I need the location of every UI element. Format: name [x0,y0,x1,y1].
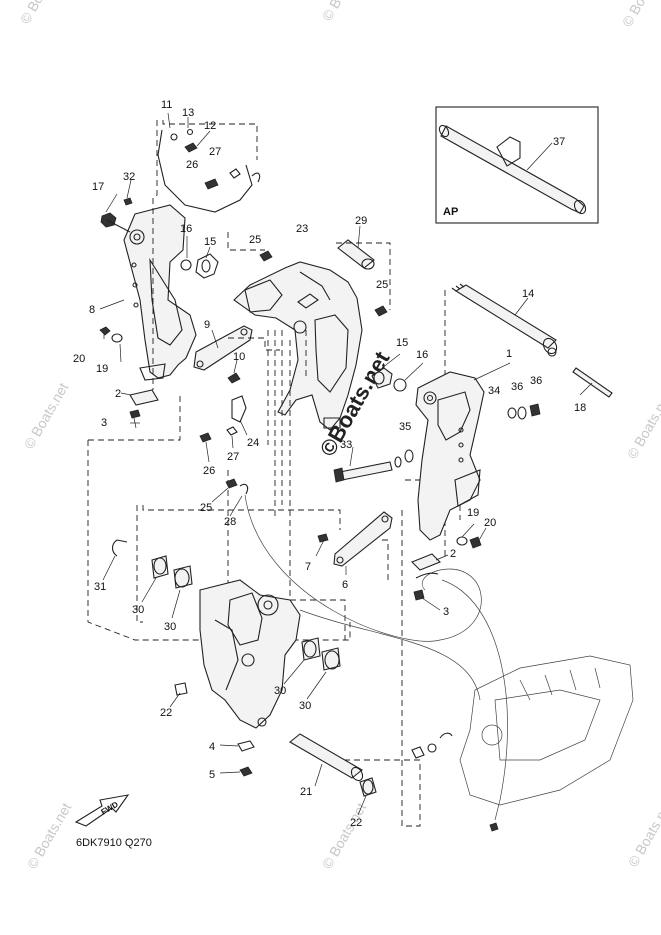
callout-19b: 19 [467,507,479,519]
inset-ap: AP [435,106,599,224]
swivel-bracket [233,250,388,431]
callout-34: 34 [488,385,500,397]
callout-25b: 25 [376,279,388,291]
right-lower-parts [411,523,487,611]
right-clamp-bracket [415,371,485,541]
inset-ap-label: AP [443,206,458,218]
callout-1: 1 [506,348,512,360]
callout-30c: 30 [274,685,286,697]
fwd-arrow: FWD [74,794,130,827]
callout-10: 10 [233,351,245,363]
watermark-bottom-left: © Boats.net [24,800,75,872]
callout-9: 9 [204,319,210,331]
callout-32: 32 [123,171,135,183]
callout-22: 22 [160,707,172,719]
callout-22b: 22 [350,817,362,829]
bushings [102,539,341,700]
callout-4: 4 [209,741,215,753]
callout-19: 19 [96,363,108,375]
callout-3: 3 [101,417,107,429]
left-lower-parts [120,389,159,429]
callout-8: 8 [89,304,95,316]
callouts: 11 13 12 27 26 17 32 16 15 25 23 29 37 2… [73,99,586,829]
callout-36b: 36 [530,375,542,387]
callout-15b: 15 [396,337,408,349]
leaders-top-left [99,112,211,363]
engine-casing-hint [411,655,634,832]
callout-25: 25 [249,234,261,246]
watermark-top-center: © Boats.net [319,0,370,24]
tilt-housing [169,579,301,729]
callout-35: 35 [399,421,411,433]
callout-7: 7 [305,561,311,573]
callout-30b: 30 [164,621,176,633]
callout-33: 33 [340,439,352,451]
fwd-label: FWD [100,800,120,817]
watermark-mid-left: © Boats.net [21,380,72,452]
callout-6: 6 [342,579,348,591]
callout-2: 2 [115,388,121,400]
callout-24: 24 [247,437,259,449]
callout-20b: 20 [484,517,496,529]
callout-2b: 2 [450,548,456,560]
callout-16: 16 [180,223,192,235]
callout-28: 28 [224,516,236,528]
watermark-bottom-center: © Boats.net [319,800,370,872]
plate-6 [315,511,393,575]
callout-21: 21 [300,786,312,798]
callout-26b: 26 [203,465,215,477]
bolt-33 [333,446,393,483]
callout-13: 13 [182,107,194,119]
watermarks: © Boats.net © Boats.net © Boats.net © Bo… [17,0,661,872]
callout-37: 37 [553,136,565,148]
callout-29: 29 [355,215,367,227]
callout-20: 20 [73,353,85,365]
callout-14: 14 [522,288,534,300]
callout-27: 27 [209,146,221,158]
callout-30a: 30 [132,604,144,616]
callout-11: 11 [161,99,172,111]
through-tube [451,283,613,398]
watermark-top-left: © Boats.net [17,0,68,27]
watermark-mid-right: © Boats.net [624,390,661,462]
right-washers [371,353,541,468]
callout-12: 12 [204,120,216,132]
callout-30d: 30 [299,700,311,712]
inset-frame [435,106,599,224]
callout-27b: 27 [227,451,239,463]
pin-29 [337,225,375,270]
callout-16b: 16 [416,349,428,361]
tie-bar [193,325,253,384]
callout-3b: 3 [443,606,449,618]
mid-small-parts [199,395,249,517]
callout-26: 26 [186,159,198,171]
left-clamp-bracket [100,204,197,381]
tilt-shaft [219,733,377,816]
callout-23: 23 [296,223,308,235]
callout-18: 18 [574,402,586,414]
callout-36a: 36 [511,381,523,393]
watermark-bottom-right: © Boats.net [625,798,661,870]
callout-5: 5 [209,769,215,781]
callout-25c: 25 [200,502,212,514]
top-left-small-parts [123,128,261,279]
diagram-code: 6DK7910 Q270 [76,837,152,849]
callout-31: 31 [94,581,106,593]
watermark-top-right: © Boats.net [619,0,661,30]
callout-17: 17 [92,181,104,193]
callout-15: 15 [204,236,216,248]
